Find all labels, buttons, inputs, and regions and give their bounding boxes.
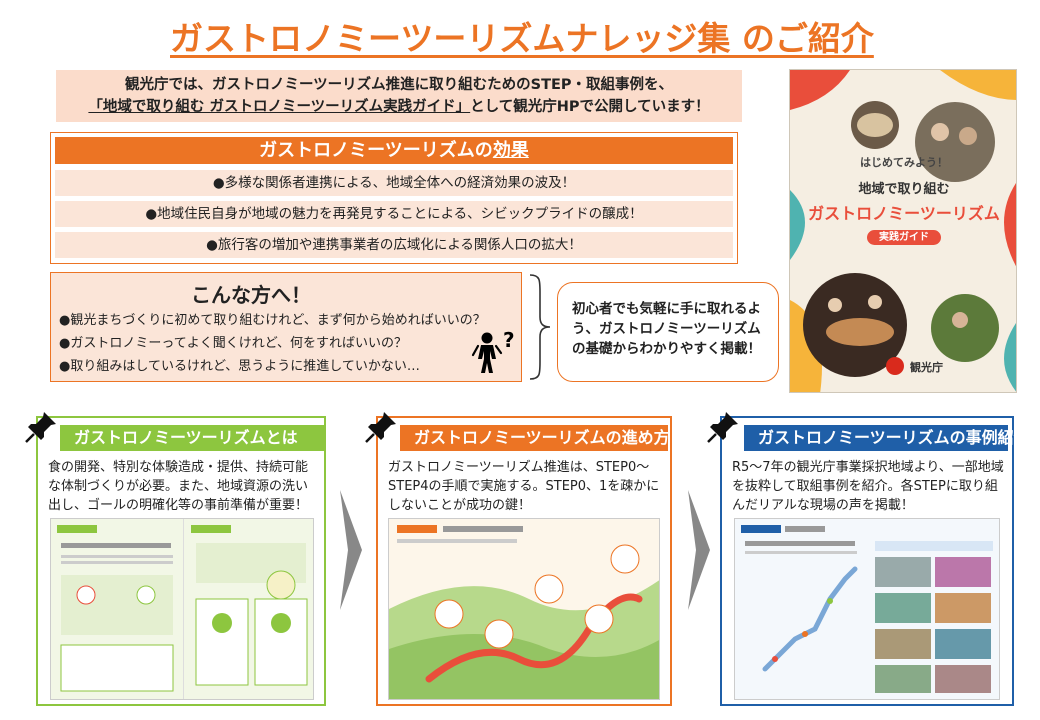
intro-banner: 観光庁では、ガストロノミーツーリズム推進に取り組むためのSTEP・取組事例を、 … bbox=[56, 70, 742, 122]
cover-line-2: ガストロノミーツーリズム bbox=[808, 204, 1000, 223]
panel-process-thumbnail[interactable] bbox=[388, 518, 660, 700]
question-mark: ? bbox=[503, 329, 515, 352]
intro-line-2-rest: として観光庁HPで公開しています！ bbox=[470, 99, 710, 115]
target-item: ●観光まちづくりに初めて取り組むけれど、まず何から始めればいいの？ bbox=[59, 313, 486, 328]
panel-cases-header: ガストロノミーツーリズムの事例紹介 bbox=[744, 425, 1030, 451]
panel-about-body: 食の開発、特別な体験造成・提供、持続可能な体制づくりが必要。また、地域資源の洗い… bbox=[48, 460, 309, 513]
panel-process-body: ガストロノミーツーリズム推進は、STEP0～STEP4の手順で実施する。STEP… bbox=[388, 460, 660, 513]
guide-cover-image[interactable]: はじめてみよう！ 地域で取り組む ガストロノミーツーリズム 実践ガイド 観光庁 bbox=[789, 69, 1017, 393]
target-item: ●取り組みはしているけれど、思うように推進していかない… bbox=[59, 359, 420, 374]
person-question-icon: ? bbox=[471, 329, 515, 373]
target-title: こんな方へ！ bbox=[191, 283, 311, 307]
cover-logo: 観光庁 bbox=[910, 361, 943, 374]
thumbnail-graphic bbox=[741, 525, 993, 693]
panel-process: ガストロノミーツーリズムの進め方 ガストロノミーツーリズム推進は、STEP0～S… bbox=[376, 416, 672, 706]
target-item: ●ガストロノミーってよく聞くけれど、何をすればいいの？ bbox=[59, 336, 408, 351]
panel-about-header: ガストロノミーツーリズムとは bbox=[60, 425, 324, 451]
effect-item: ●地域住民自身が地域の魅力を再発見することによる、シビックプライドの醸成！ bbox=[55, 201, 733, 227]
panel-cases-thumbnail[interactable] bbox=[734, 518, 1000, 700]
cover-tagline: はじめてみよう！ bbox=[860, 156, 948, 169]
next-arrow-icon bbox=[340, 490, 362, 610]
panel-process-header: ガストロノミーツーリズムの進め方 bbox=[400, 425, 670, 451]
cover-badge: 実践ガイド bbox=[867, 230, 941, 245]
intro-line-1: 観光庁では、ガストロノミーツーリズム推進に取り組むためのSTEP・取組事例を、 bbox=[124, 77, 674, 93]
effect-item: ●多様な関係者連携による、地域全体への経済効果の波及！ bbox=[55, 170, 733, 196]
effects-header-underlined: 効果 bbox=[492, 140, 529, 161]
pushpin-icon bbox=[25, 412, 56, 443]
target-audience-box: こんな方へ！ ●観光まちづくりに初めて取り組むけれど、まず何から始めればいいの？… bbox=[50, 272, 522, 382]
cover-decoration bbox=[790, 70, 1016, 392]
pushpin-icon bbox=[365, 412, 396, 443]
effects-header-text: ガストロノミーツーリズムの bbox=[259, 140, 493, 161]
panel-about-thumbnail[interactable] bbox=[50, 518, 314, 700]
next-arrow-icon bbox=[688, 490, 710, 610]
intro-line-2: 「地域で取り組む ガストロノミーツーリズム実践ガイド」として観光庁HPで公開して… bbox=[56, 96, 742, 118]
callout-bubble: 初心者でも気軽に手に取れるよう、ガストロノミーツーリズムの基礎からわかりやすく掲… bbox=[557, 282, 779, 382]
curly-brace-icon bbox=[529, 274, 551, 380]
effects-box: ガストロノミーツーリズムの効果 ●多様な関係者連携による、地域全体への経済効果の… bbox=[50, 132, 738, 264]
page-title: ガストロノミーツーリズムナレッジ集 のご紹介 bbox=[170, 19, 874, 58]
cover-line-1: 地域で取り組む bbox=[858, 182, 950, 197]
pushpin-icon bbox=[707, 412, 738, 443]
guide-title-link[interactable]: 「地域で取り組む ガストロノミーツーリズム実践ガイド」 bbox=[88, 99, 471, 115]
effects-header: ガストロノミーツーリズムの効果 bbox=[55, 137, 733, 164]
panel-about: ガストロノミーツーリズムとは 食の開発、特別な体験造成・提供、持続可能な体制づく… bbox=[36, 416, 326, 706]
effect-item: ●旅行客の増加や連携事業者の広域化による関係人口の拡大！ bbox=[55, 232, 733, 258]
cover-badge-wrap: 実践ガイド bbox=[790, 225, 1016, 245]
thumbnail-graphic bbox=[57, 519, 308, 699]
panel-cases-body: R5～7年の観光庁事業採択地域より、一部地域を抜粋して取組事例を紹介。各STEP… bbox=[732, 460, 1004, 513]
thumbnail-graphic bbox=[389, 525, 659, 699]
panel-cases: ガストロノミーツーリズムの事例紹介 R5～7年の観光庁事業採択地域より、一部地域… bbox=[720, 416, 1030, 706]
